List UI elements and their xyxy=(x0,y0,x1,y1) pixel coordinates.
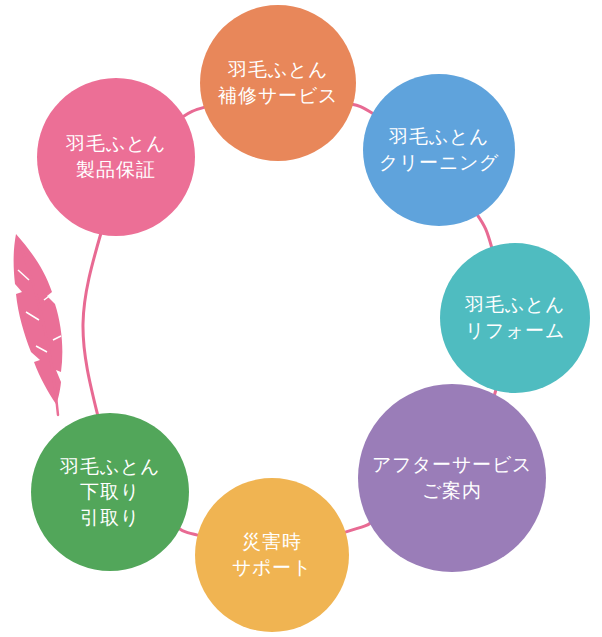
service-label: 羽毛ふとん 補修サービス xyxy=(218,57,338,108)
service-label: 羽毛ふとん 下取り 引取り xyxy=(60,454,160,531)
ring-connector xyxy=(179,528,199,535)
feather-vane xyxy=(14,234,63,404)
service-label: 羽毛ふとん 製品保証 xyxy=(66,131,166,182)
ring-connector xyxy=(183,107,205,117)
feather-slits xyxy=(18,270,61,352)
service-circle: 羽毛ふとん 下取り 引取り xyxy=(31,413,189,571)
ring-connector xyxy=(477,215,492,248)
service-label: 羽毛ふとん リフォーム xyxy=(465,292,565,343)
feather-quill xyxy=(22,250,58,415)
service-circle: 羽毛ふとん 補修サービス xyxy=(200,5,356,161)
service-label: アフターサービス ご案内 xyxy=(372,452,532,503)
ring-connector xyxy=(345,523,371,533)
feather xyxy=(14,234,63,415)
service-circle: 羽毛ふとん リフォーム xyxy=(440,243,590,393)
service-circle: 災害時 サポート xyxy=(195,478,349,632)
service-circle: 羽毛ふとん クリーニング xyxy=(363,74,515,226)
service-circle: 羽毛ふとん 製品保証 xyxy=(37,78,195,236)
ring-connector xyxy=(83,234,101,415)
service-label: 羽毛ふとん クリーニング xyxy=(379,124,499,175)
service-circle: アフターサービス ご案内 xyxy=(358,384,546,572)
ring-connector xyxy=(352,104,373,114)
service-label: 災害時 サポート xyxy=(232,529,312,580)
